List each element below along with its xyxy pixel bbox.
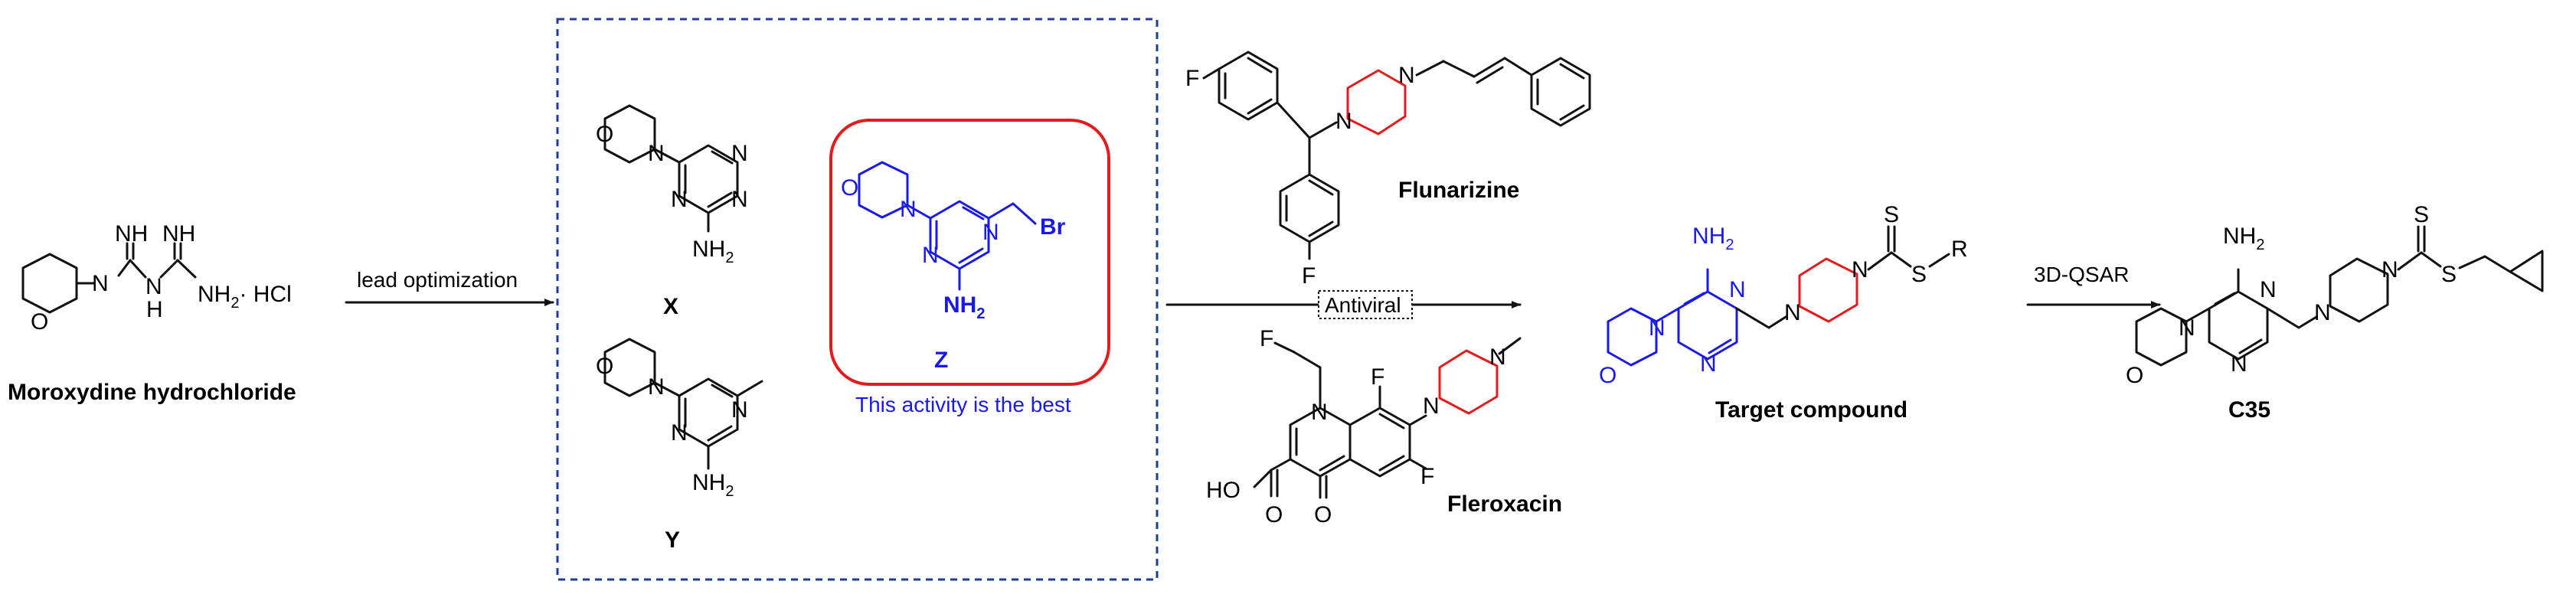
- y-nitrogen: N: [648, 374, 665, 400]
- bridge-h: H: [146, 297, 163, 322]
- flunarizine-label: Flunarizine: [1398, 178, 1519, 203]
- target-morpholine-n: N: [1649, 315, 1666, 341]
- target-compound-structure: O N N N NH2 N N S S R: [1599, 202, 1968, 388]
- x-oxygen: O: [596, 122, 613, 147]
- z-ring-n1: N: [982, 220, 999, 245]
- flunarizine-n1: N: [1335, 109, 1352, 134]
- fleroxacin-o-keto: O: [1314, 502, 1332, 527]
- lead-optimization-label: lead optimization: [357, 268, 518, 292]
- target-ring-n2: N: [1700, 351, 1717, 377]
- optimization-box: [556, 18, 1159, 581]
- c35-pip-n2: N: [2381, 257, 2398, 282]
- fleroxacin-f-chain: F: [1260, 326, 1273, 351]
- compound-x-label: X: [663, 294, 678, 319]
- imine-nh-1: NH: [115, 221, 148, 246]
- fleroxacin-structure: F F F N N N O HO O: [1206, 326, 1522, 527]
- best-compound-box: [829, 119, 1110, 386]
- morpholine-oxygen: O: [31, 309, 48, 335]
- z-oxygen: O: [841, 175, 858, 201]
- target-thioester-s: S: [1911, 262, 1927, 287]
- compound-z-structure: O N N N Br NH2: [841, 161, 1066, 322]
- y-ring-n1: N: [731, 397, 748, 423]
- compound-y-label: Y: [665, 527, 680, 553]
- x-ring-n2: N: [731, 187, 748, 212]
- fleroxacin-f2: F: [1420, 464, 1434, 489]
- target-pip-n2: N: [1852, 257, 1868, 282]
- c35-amine: NH2: [2223, 224, 2264, 253]
- c35-oxygen: O: [2126, 363, 2143, 388]
- compound-x-structure: O N N N N NH2: [596, 104, 748, 266]
- flunarizine-f2: F: [1302, 263, 1316, 289]
- x-ring-n1: N: [731, 141, 748, 166]
- c35-ring-n1: N: [2260, 277, 2277, 302]
- flunarizine-n2: N: [1398, 63, 1415, 88]
- target-r-group: R: [1951, 237, 1968, 262]
- amine-nh2: NH2· HCl: [198, 282, 292, 312]
- antiviral-label-box: [1318, 290, 1413, 319]
- c35-thione-s: S: [2414, 202, 2429, 227]
- target-oxygen: O: [1599, 363, 1617, 388]
- antiviral-label: Antiviral: [1325, 293, 1401, 317]
- imine-nh-2: NH: [162, 221, 195, 246]
- x-ring-n3: N: [671, 187, 688, 212]
- y-amine: NH2: [692, 470, 734, 500]
- c35-pip-n1: N: [2314, 300, 2331, 325]
- compound-z-label: Z: [934, 348, 948, 373]
- target-ring-n1: N: [1729, 277, 1746, 302]
- morpholine-nitrogen: N: [92, 271, 109, 296]
- x-nitrogen: N: [648, 141, 665, 166]
- y-oxygen: O: [596, 354, 613, 379]
- c35-ring-n2: N: [2231, 351, 2247, 377]
- y-ring-n2: N: [671, 420, 688, 446]
- fleroxacin-n-ring: N: [1311, 400, 1328, 425]
- fleroxacin-n-pip2: N: [1489, 344, 1506, 370]
- fleroxacin-n-pip1: N: [1423, 393, 1440, 419]
- flunarizine-structure: F F N N: [1185, 51, 1591, 289]
- target-thione-s: S: [1884, 202, 1899, 227]
- c35-thioester-s: S: [2441, 262, 2457, 287]
- z-ring-n2: N: [922, 243, 939, 268]
- c35-label: C35: [2228, 397, 2270, 423]
- bridge-n: N: [145, 274, 162, 299]
- z-bromine: Br: [1040, 214, 1066, 240]
- fleroxacin-label: Fleroxacin: [1447, 491, 1562, 517]
- target-amine: NH2: [1692, 224, 1734, 253]
- target-compound-label: Target compound: [1715, 397, 1907, 423]
- target-pip-n1: N: [1784, 300, 1801, 325]
- best-activity-note: This activity is the best: [855, 393, 1071, 416]
- z-nitrogen: N: [900, 197, 917, 222]
- z-amine: NH2: [943, 292, 985, 322]
- moroxydine-label: Moroxydine hydrochloride: [8, 380, 296, 405]
- fleroxacin-ho: HO: [1206, 478, 1241, 503]
- flunarizine-f1: F: [1185, 66, 1199, 91]
- compound-y-structure: O N N N NH2: [596, 338, 763, 500]
- qsar-label: 3D-QSAR: [2034, 263, 2129, 286]
- moroxydine-structure: O N NH NH N H NH2· HCl: [21, 221, 292, 335]
- c35-structure: O N N N NH2 N N S S: [2126, 202, 2544, 388]
- c35-morpholine-n: N: [2179, 315, 2195, 341]
- fleroxacin-o-acid: O: [1265, 502, 1283, 527]
- fleroxacin-f1: F: [1371, 364, 1384, 390]
- x-amine: NH2: [692, 237, 734, 266]
